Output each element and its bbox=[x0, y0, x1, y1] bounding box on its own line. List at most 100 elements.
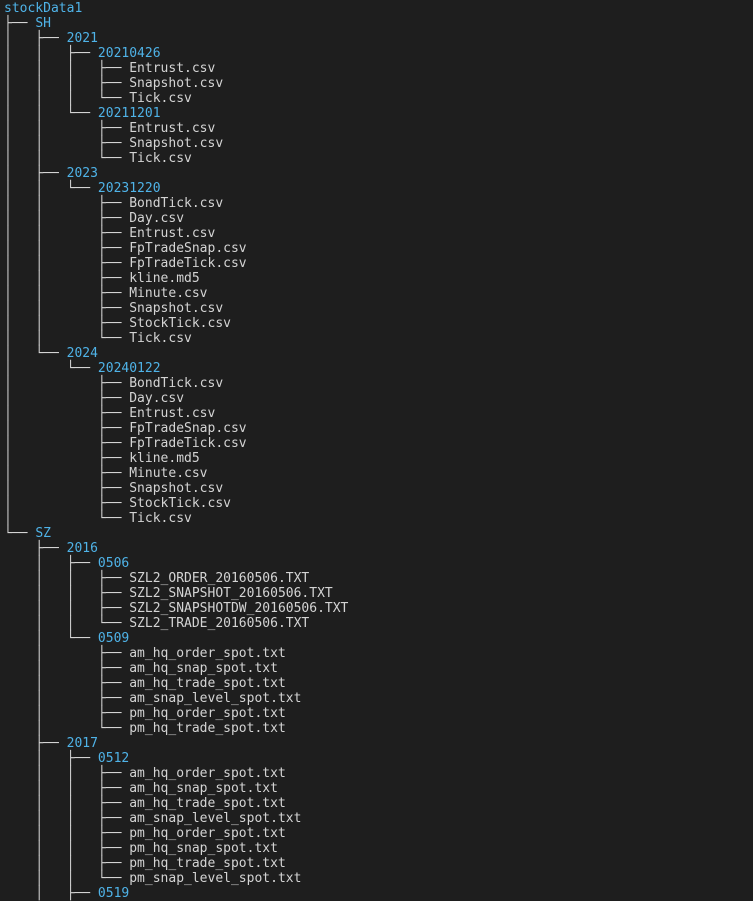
tree-row-file: │ │ ├── pm_hq_snap_spot.txt bbox=[4, 841, 753, 856]
file-name: Tick.csv bbox=[129, 331, 192, 346]
file-name: Snapshot.csv bbox=[129, 481, 224, 496]
file-name: am_hq_snap_spot.txt bbox=[129, 661, 278, 676]
tree-row-directory: │ ├── 2021 bbox=[4, 31, 753, 46]
tree-row-file: │ │ │ ├── Entrust.csv bbox=[4, 61, 753, 76]
tree-row-directory: │ ├── 0512 bbox=[4, 751, 753, 766]
directory-name: SH bbox=[35, 16, 51, 31]
tree-guide: │ └── bbox=[4, 721, 130, 736]
file-name: FpTradeTick.csv bbox=[129, 436, 247, 451]
file-name: Snapshot.csv bbox=[129, 301, 224, 316]
file-name: Entrust.csv bbox=[129, 61, 216, 76]
tree-guide: │ ├── bbox=[4, 451, 130, 466]
file-name: am_hq_order_spot.txt bbox=[129, 766, 286, 781]
directory-name: 20240122 bbox=[97, 361, 161, 376]
tree-guide: │ ├── bbox=[4, 391, 130, 406]
tree-guide: │ │ └── bbox=[4, 181, 98, 196]
file-name: StockTick.csv bbox=[129, 316, 231, 331]
tree-row-directory: ├── 2016 bbox=[4, 541, 753, 556]
tree-guide: │ │ ├── bbox=[4, 241, 130, 256]
directory-name: 2016 bbox=[66, 541, 98, 556]
file-name: Minute.csv bbox=[129, 286, 208, 301]
tree-guide: │ │ ├── bbox=[4, 226, 130, 241]
tree-guide: │ │ │ ├── bbox=[4, 76, 130, 91]
file-name: FpTradeSnap.csv bbox=[129, 241, 247, 256]
tree-guide: │ │ ├── bbox=[4, 121, 130, 136]
file-name: am_snap_level_spot.txt bbox=[129, 811, 302, 826]
file-name: pm_hq_order_spot.txt bbox=[129, 826, 286, 841]
file-name: BondTick.csv bbox=[129, 196, 224, 211]
file-name: Day.csv bbox=[129, 391, 185, 406]
tree-row-file: │ │ ├── kline.md5 bbox=[4, 271, 753, 286]
file-name: pm_hq_snap_spot.txt bbox=[129, 841, 278, 856]
tree-guide: │ ├── bbox=[4, 166, 67, 181]
tree-guide: │ ├── bbox=[4, 436, 130, 451]
file-name: am_snap_level_spot.txt bbox=[129, 691, 302, 706]
directory-name: 0509 bbox=[97, 631, 130, 646]
tree-row-file: │ │ └── Tick.csv bbox=[4, 331, 753, 346]
tree-row-file: │ ├── Entrust.csv bbox=[4, 406, 753, 421]
tree-row-file: │ │ └── pm_snap_level_spot.txt bbox=[4, 871, 753, 886]
tree-row-directory: │ │ └── 20211201 bbox=[4, 106, 753, 121]
file-name: BondTick.csv bbox=[129, 376, 224, 391]
tree-row-directory: │ ├── 2023 bbox=[4, 166, 753, 181]
tree-row-file: │ │ ├── Entrust.csv bbox=[4, 226, 753, 241]
tree-guide: │ │ └── bbox=[4, 871, 130, 886]
file-name: pm_hq_trade_spot.txt bbox=[129, 856, 286, 871]
tree-guide: │ ├── bbox=[4, 376, 130, 391]
tree-guide: │ ├── bbox=[4, 31, 67, 46]
tree-row-file: │ │ ├── SZL2_SNAPSHOT_20160506.TXT bbox=[4, 586, 753, 601]
directory-name: SZ bbox=[35, 526, 51, 541]
directory-name: 0512 bbox=[97, 751, 130, 766]
tree-guide: │ ├── bbox=[4, 676, 130, 691]
tree-guide: │ └── bbox=[4, 511, 130, 526]
tree-guide: │ └── bbox=[4, 631, 98, 646]
tree-guide: │ │ ├── bbox=[4, 781, 130, 796]
tree-guide: │ │ ├── bbox=[4, 316, 130, 331]
tree-row-directory: └── SZ bbox=[4, 526, 753, 541]
tree-row-directory: │ └── 20240122 bbox=[4, 361, 753, 376]
tree-row-file: │ ├── am_hq_trade_spot.txt bbox=[4, 676, 753, 691]
tree-row-file: │ │ ├── pm_hq_order_spot.txt bbox=[4, 826, 753, 841]
tree-row-file: │ │ ├── Minute.csv bbox=[4, 286, 753, 301]
tree-guide: ├── bbox=[4, 541, 67, 556]
tree-row-file: │ │ ├── BondTick.csv bbox=[4, 196, 753, 211]
tree-guide: ├── bbox=[4, 16, 36, 31]
tree-guide: │ │ └── bbox=[4, 616, 130, 631]
directory-name: 2017 bbox=[66, 736, 98, 751]
tree-row-directory: ├── 2017 bbox=[4, 736, 753, 751]
tree-row-file: │ └── Tick.csv bbox=[4, 511, 753, 526]
tree-row-file: │ │ ├── am_hq_order_spot.txt bbox=[4, 766, 753, 781]
file-name: Snapshot.csv bbox=[129, 76, 224, 91]
file-name: am_hq_order_spot.txt bbox=[129, 646, 286, 661]
directory-name: 0506 bbox=[97, 556, 130, 571]
tree-guide: └── bbox=[4, 526, 36, 541]
tree-guide: ├── bbox=[4, 736, 67, 751]
tree-guide: │ │ ├── bbox=[4, 211, 130, 226]
tree-row-file: │ │ └── SZL2_TRADE_20160506.TXT bbox=[4, 616, 753, 631]
tree-guide: │ │ └── bbox=[4, 151, 130, 166]
tree-row-directory: │ └── 2024 bbox=[4, 346, 753, 361]
tree-row-file: │ ├── pm_hq_order_spot.txt bbox=[4, 706, 753, 721]
tree-row-file: │ │ │ └── Tick.csv bbox=[4, 91, 753, 106]
tree-row-file: │ ├── kline.md5 bbox=[4, 451, 753, 466]
tree-row-file: │ │ ├── am_hq_snap_spot.txt bbox=[4, 781, 753, 796]
tree-row-file: │ │ ├── FpTradeTick.csv bbox=[4, 256, 753, 271]
directory-name: 2023 bbox=[66, 166, 98, 181]
tree-row-file: │ └── pm_hq_trade_spot.txt bbox=[4, 721, 753, 736]
directory-name: 2021 bbox=[66, 31, 98, 46]
tree-row-file: │ ├── am_hq_order_spot.txt bbox=[4, 646, 753, 661]
tree-guide: │ │ ├── bbox=[4, 271, 130, 286]
file-name: am_hq_trade_spot.txt bbox=[129, 796, 286, 811]
file-name: Snapshot.csv bbox=[129, 136, 224, 151]
tree-row-directory: stockData1 bbox=[4, 1, 753, 16]
tree-guide: │ ├── bbox=[4, 466, 130, 481]
tree-guide: │ ├── bbox=[4, 691, 130, 706]
file-name: am_hq_trade_spot.txt bbox=[129, 676, 286, 691]
file-name: SZL2_ORDER_20160506.TXT bbox=[129, 571, 310, 586]
tree-guide: │ │ ├── bbox=[4, 301, 130, 316]
file-name: FpTradeTick.csv bbox=[129, 256, 247, 271]
tree-guide: │ └── bbox=[4, 346, 67, 361]
tree-guide: │ │ ├── bbox=[4, 571, 130, 586]
tree-row-file: │ │ ├── SZL2_SNAPSHOTDW_20160506.TXT bbox=[4, 601, 753, 616]
